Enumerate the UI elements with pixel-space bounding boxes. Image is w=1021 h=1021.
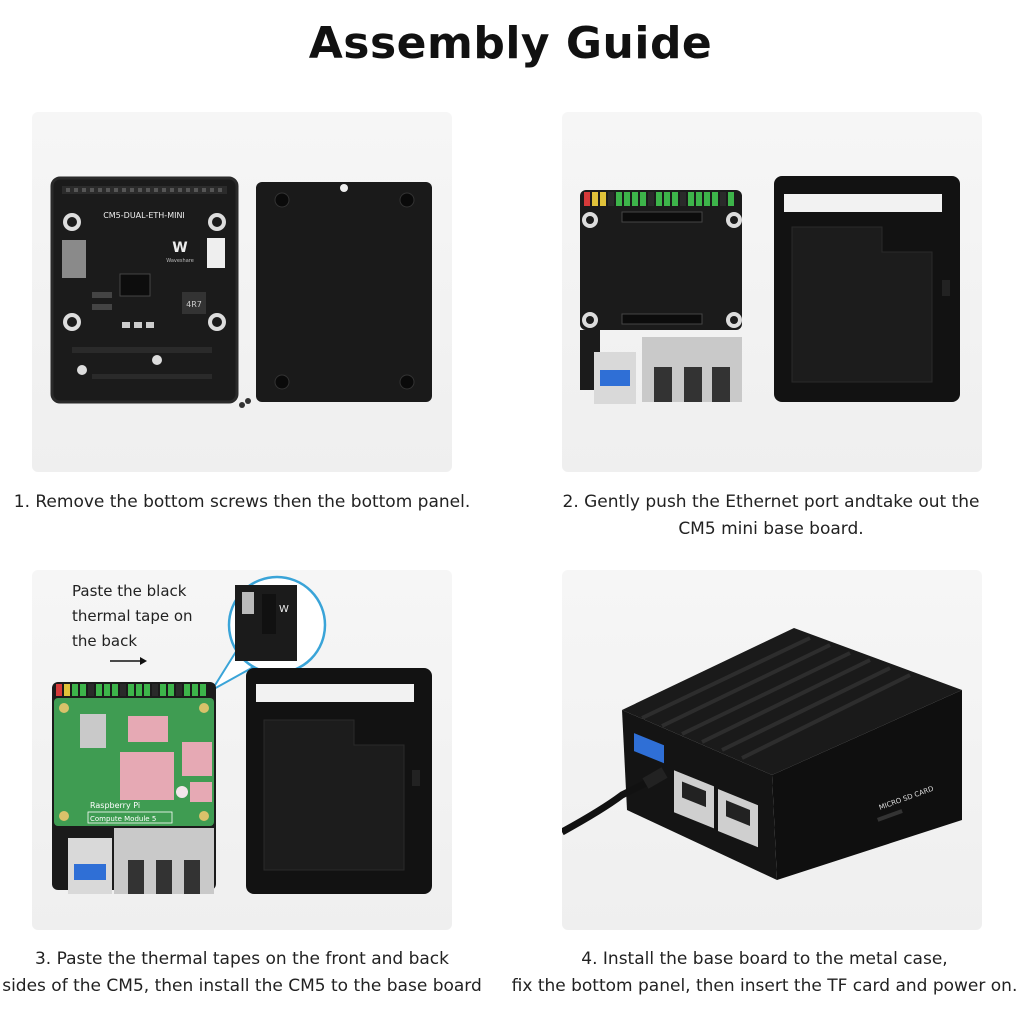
base-board-bottom-view: CM5-DUAL-ETH-MINI W Waveshare 4R7: [50, 176, 239, 404]
step-4-image: MICRO SD CARD: [562, 570, 982, 930]
step-3-caption-line2: sides of the CM5, then install the CM5 t…: [2, 976, 482, 996]
step-3-image: W: [32, 570, 452, 930]
svg-text:W: W: [172, 240, 187, 256]
note-line3: the back: [72, 632, 138, 650]
cm5-label-line2: Compute Module 5: [90, 815, 156, 823]
metal-case-open: [774, 176, 960, 402]
thermal-tape-note: Paste the black thermal tape on the back: [72, 579, 193, 654]
step-1-caption: 1. Remove the bottom screws then the bot…: [0, 489, 484, 516]
step-2-caption: 2. Gently push the Ethernet port andtake…: [540, 489, 1002, 543]
cm5-label-line1: Raspberry Pi: [90, 801, 140, 810]
svg-text:W: W: [279, 604, 289, 615]
brand-label: Waveshare: [166, 258, 194, 264]
base-board-label: CM5-DUAL-ETH-MINI: [103, 211, 185, 220]
step-2-image: [562, 112, 982, 472]
step-2-caption-line1: 2. Gently push the Ethernet port andtake…: [562, 492, 980, 512]
page-title: Assembly Guide: [308, 18, 713, 69]
assembled-case: MICRO SD CARD: [622, 628, 962, 880]
metal-case-open: [246, 668, 432, 894]
step-3-caption-line1: 3. Paste the thermal tapes on the front …: [34, 949, 450, 969]
inductor-label: 4R7: [186, 300, 202, 309]
step-1-image: CM5-DUAL-ETH-MINI W Waveshare 4R7: [32, 112, 452, 472]
cm5-on-base-board: Raspberry Pi Compute Module 5: [52, 682, 216, 894]
note-line2: thermal tape on: [72, 607, 193, 625]
step-1-caption-line1: 1. Remove the bottom screws then the bot…: [13, 492, 471, 512]
step-2-caption-line2: CM5 mini base board.: [678, 519, 864, 539]
callout-bubble: W: [211, 575, 327, 691]
arrow-right-icon: [110, 657, 147, 665]
screws: [239, 398, 251, 408]
base-board-top-view: [580, 190, 742, 404]
step-3-caption: 3. Paste the thermal tapes on the front …: [0, 946, 484, 1000]
step-4-caption-line2: fix the bottom panel, then insert the TF…: [511, 976, 1018, 996]
step-4-caption-line1: 4. Install the base board to the metal c…: [581, 949, 948, 969]
note-line1: Paste the black: [72, 582, 187, 600]
step-4-caption: 4. Install the base board to the metal c…: [508, 946, 1021, 1000]
bottom-panel: [256, 182, 432, 402]
usb-c-cable: [562, 767, 668, 836]
